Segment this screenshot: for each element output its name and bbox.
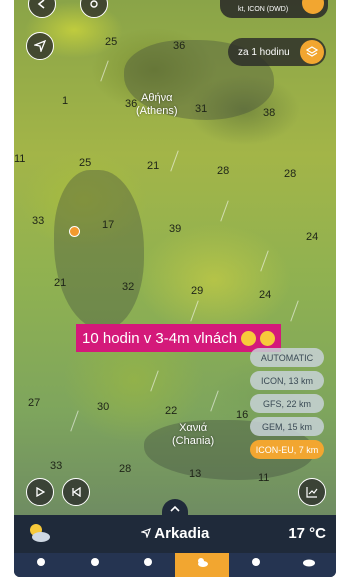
model-option-automatic[interactable]: AUTOMATIC bbox=[250, 348, 324, 367]
location-text: Arkadia bbox=[154, 525, 210, 542]
map-value: 22 bbox=[165, 405, 178, 417]
wind-streak bbox=[170, 150, 179, 172]
land-peloponnese bbox=[54, 170, 144, 330]
wind-streak bbox=[260, 250, 269, 272]
location-name: Arkadia bbox=[14, 525, 336, 542]
map-value: 11 bbox=[14, 153, 26, 165]
partly-cloudy-icon bbox=[30, 524, 50, 542]
locate-icon[interactable] bbox=[26, 32, 54, 60]
wind-streak bbox=[220, 200, 229, 222]
day-tab-selected[interactable] bbox=[175, 553, 229, 577]
model-source-text: kt, ICON (DWD) bbox=[238, 5, 289, 13]
chart-icon[interactable] bbox=[298, 478, 326, 506]
wind-streak bbox=[290, 300, 299, 322]
model-option-icon[interactable]: ICON, 13 km bbox=[250, 371, 324, 390]
map-value: 11 bbox=[258, 472, 270, 484]
location-marker[interactable] bbox=[69, 226, 80, 237]
play-icon[interactable] bbox=[26, 478, 54, 506]
map-value: 16 bbox=[236, 409, 249, 421]
map-value: 27 bbox=[28, 397, 41, 409]
model-option-gem[interactable]: GEM, 15 km bbox=[250, 417, 324, 436]
cloud-icon bbox=[303, 559, 316, 567]
map-value: 28 bbox=[217, 165, 230, 177]
sun-icon bbox=[251, 558, 260, 566]
map-value: 32 bbox=[122, 281, 135, 293]
city-label-chania: Χανιά (Chania) bbox=[172, 422, 214, 448]
location-arrow-icon bbox=[139, 527, 151, 540]
city-latin-name: (Chania) bbox=[172, 435, 215, 447]
map-value: 33 bbox=[32, 215, 45, 227]
city-label-athens: Αθήνα (Athens) bbox=[136, 92, 178, 118]
weather-map[interactable]: 25 36 1 36 31 38 11 25 21 28 28 33 17 39… bbox=[14, 0, 336, 515]
map-value: 30 bbox=[97, 401, 110, 413]
wind-streak bbox=[190, 300, 199, 322]
map-value: 38 bbox=[263, 107, 276, 119]
day-tab[interactable] bbox=[282, 553, 336, 577]
model-option-icon-eu[interactable]: ICON-EU, 7 km bbox=[250, 440, 324, 459]
model-option-gfs[interactable]: GFS, 22 km bbox=[250, 394, 324, 413]
map-value: 39 bbox=[169, 223, 182, 235]
day-tab[interactable] bbox=[68, 553, 122, 577]
map-value: 21 bbox=[147, 160, 160, 172]
day-strip bbox=[14, 553, 336, 577]
city-native-name: Αθήνα bbox=[141, 92, 173, 104]
map-value: 29 bbox=[191, 285, 204, 297]
wind-streak bbox=[210, 390, 219, 412]
sun-icon bbox=[90, 558, 99, 566]
map-value: 1 bbox=[62, 95, 69, 107]
map-value: 28 bbox=[284, 168, 297, 180]
temperature: 17 °C bbox=[288, 525, 326, 542]
sun-icon bbox=[144, 558, 153, 566]
map-value: 28 bbox=[119, 463, 132, 475]
play-icon[interactable] bbox=[302, 0, 324, 14]
day-tab[interactable] bbox=[121, 553, 175, 577]
interval-button[interactable]: za 1 hodinu bbox=[228, 38, 326, 66]
app-frame: 25 36 1 36 31 38 11 25 21 28 28 33 17 39… bbox=[14, 0, 336, 577]
interval-label: za 1 hodinu bbox=[238, 46, 290, 58]
map-value: 24 bbox=[306, 231, 319, 243]
partly-cloudy-icon bbox=[197, 558, 208, 567]
wind-streak bbox=[70, 410, 79, 432]
worried-face-icon bbox=[260, 330, 276, 346]
map-value: 13 bbox=[189, 468, 202, 480]
city-latin-name: (Athens) bbox=[136, 105, 178, 117]
model-source-pill[interactable]: kt, ICON (DWD) bbox=[220, 0, 328, 18]
map-value: 17 bbox=[102, 219, 115, 231]
map-value: 25 bbox=[105, 36, 118, 48]
skip-back-icon[interactable] bbox=[62, 478, 90, 506]
wind-streak bbox=[150, 370, 159, 392]
map-value: 25 bbox=[79, 157, 92, 169]
map-value: 24 bbox=[259, 289, 272, 301]
back-icon[interactable] bbox=[28, 0, 56, 18]
map-value: 21 bbox=[54, 277, 67, 289]
model-selector: AUTOMATIC ICON, 13 km GFS, 22 km GEM, 15… bbox=[250, 348, 324, 463]
caption-text: 10 hodin v 3-4m vlnách bbox=[82, 329, 238, 347]
map-value: 36 bbox=[173, 40, 186, 52]
sun-icon bbox=[36, 558, 45, 566]
map-value: 31 bbox=[195, 103, 208, 115]
map-value: 36 bbox=[125, 98, 138, 110]
wind-streak bbox=[100, 60, 109, 82]
confused-face-icon bbox=[241, 330, 257, 346]
city-native-name: Χανιά bbox=[179, 422, 208, 434]
day-tab[interactable] bbox=[14, 553, 68, 577]
location-bar[interactable]: Arkadia 17 °C bbox=[14, 515, 336, 553]
layers-icon[interactable] bbox=[300, 40, 324, 64]
day-tab[interactable] bbox=[229, 553, 283, 577]
caption-banner: 10 hodin v 3-4m vlnách bbox=[76, 324, 282, 352]
map-value: 33 bbox=[50, 460, 63, 472]
expand-chevron-icon[interactable] bbox=[162, 499, 188, 517]
settings-icon[interactable] bbox=[80, 0, 108, 18]
